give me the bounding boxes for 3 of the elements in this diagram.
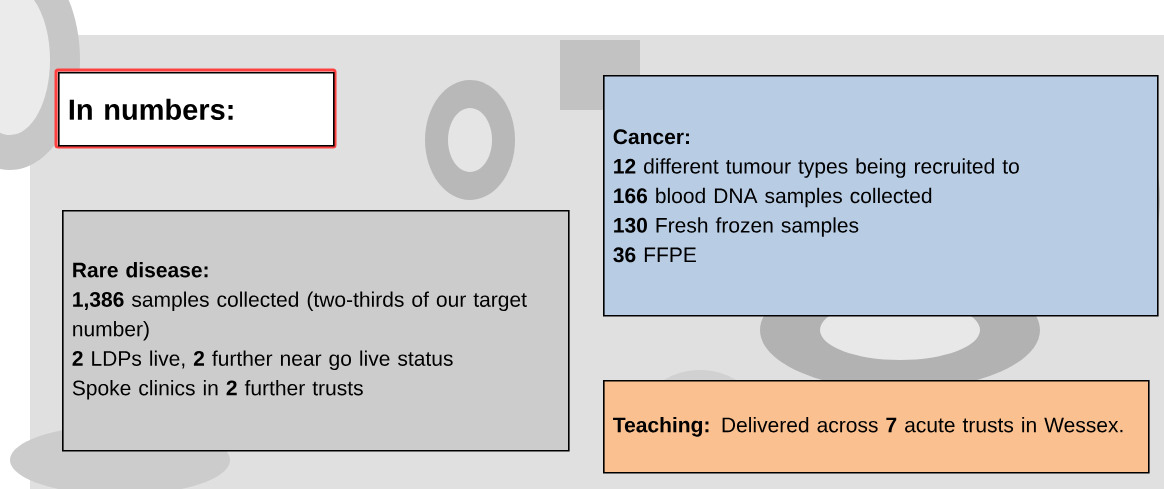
text-box: In numbers: <box>54 68 337 149</box>
text-box: Teaching: Delivered across 7 acute trusts in Wessex. <box>603 380 1150 474</box>
text-box: Cancer: 12 different tumour types being recruited to 166 blood DNA samples collected 130 Fresh frozen samples 36 FFPE <box>603 75 1159 317</box>
